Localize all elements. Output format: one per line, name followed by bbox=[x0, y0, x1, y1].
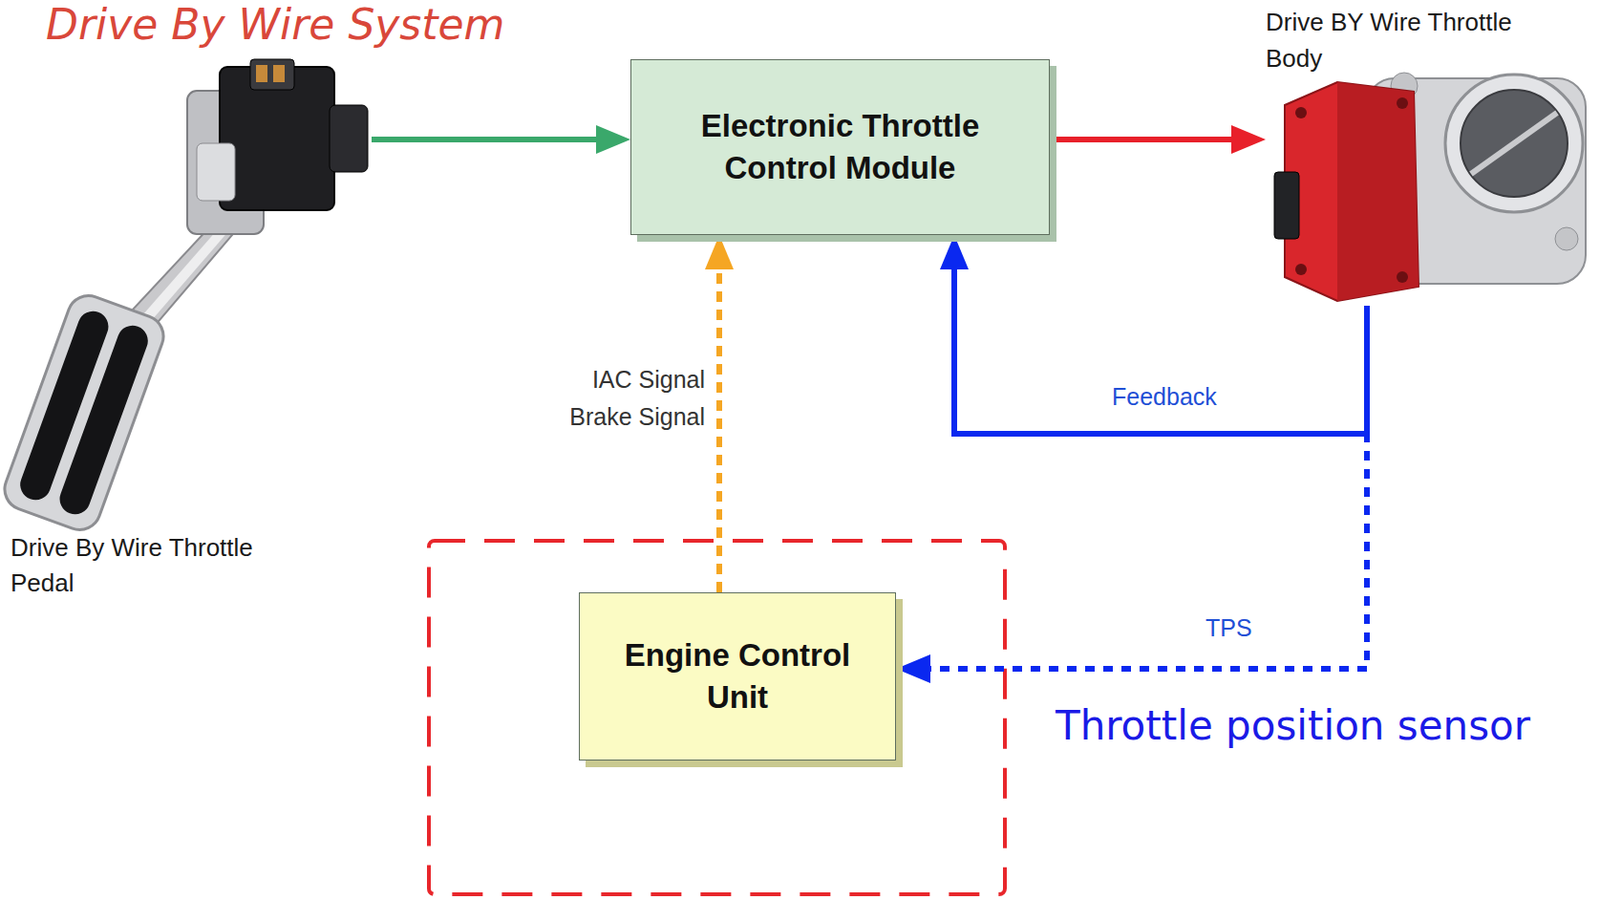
process-box: Engine Control Unit bbox=[578, 592, 896, 761]
edge-label: TPS bbox=[1205, 609, 1253, 647]
diagram-title: Drive By Wire System bbox=[45, 0, 505, 49]
node-text: Drive By Wire Throttle Pedal bbox=[10, 530, 317, 602]
edge-label: Feedback bbox=[1111, 378, 1217, 416]
process-box: Electronic Throttle Control Module bbox=[630, 59, 1050, 235]
connector-arrow bbox=[716, 254, 723, 593]
connector-arrow bbox=[915, 305, 1367, 669]
throttle-body-picture bbox=[1274, 72, 1586, 301]
node-text: Electronic Throttle Control Module bbox=[631, 105, 1049, 189]
connector-arrow bbox=[954, 254, 1367, 434]
pedal-picture bbox=[0, 59, 368, 536]
connector-arrow bbox=[371, 136, 612, 143]
node-text: Engine Control Unit bbox=[579, 634, 896, 718]
connector-arrow bbox=[1049, 136, 1247, 143]
sensor-caption: Throttle position sensor bbox=[1055, 702, 1531, 749]
throttle-body-component: Drive BY Wire Throttle Body bbox=[1265, 4, 1595, 306]
node-text: Drive BY Wire Throttle Body bbox=[1265, 4, 1572, 77]
ecu-region bbox=[428, 540, 1005, 895]
edge-label: IAC Signal Brake Signal bbox=[559, 361, 705, 436]
pedal-component: Drive By Wire Throttle Pedal bbox=[10, 38, 372, 602]
